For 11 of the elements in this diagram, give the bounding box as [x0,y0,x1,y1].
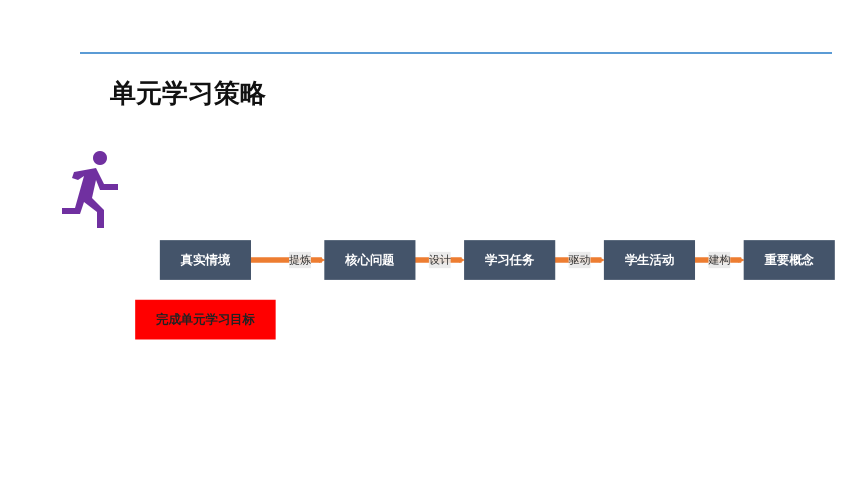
edge-label: 提炼 [289,253,311,266]
edge-label: 建构 [708,253,730,266]
node-box: 学生活动 [604,240,696,280]
node-box: 完成单元学习目标 [135,300,276,340]
node-box: 核心问题 [324,240,416,280]
edge-label: 驱动 [568,253,591,266]
node-box: 学习任务 [464,240,556,280]
node-box: 真实情境 [160,240,251,280]
node-box: 重要概念 [744,240,835,280]
edge-label: 设计 [428,253,451,266]
page-title: 单元学习策略 [110,78,266,111]
